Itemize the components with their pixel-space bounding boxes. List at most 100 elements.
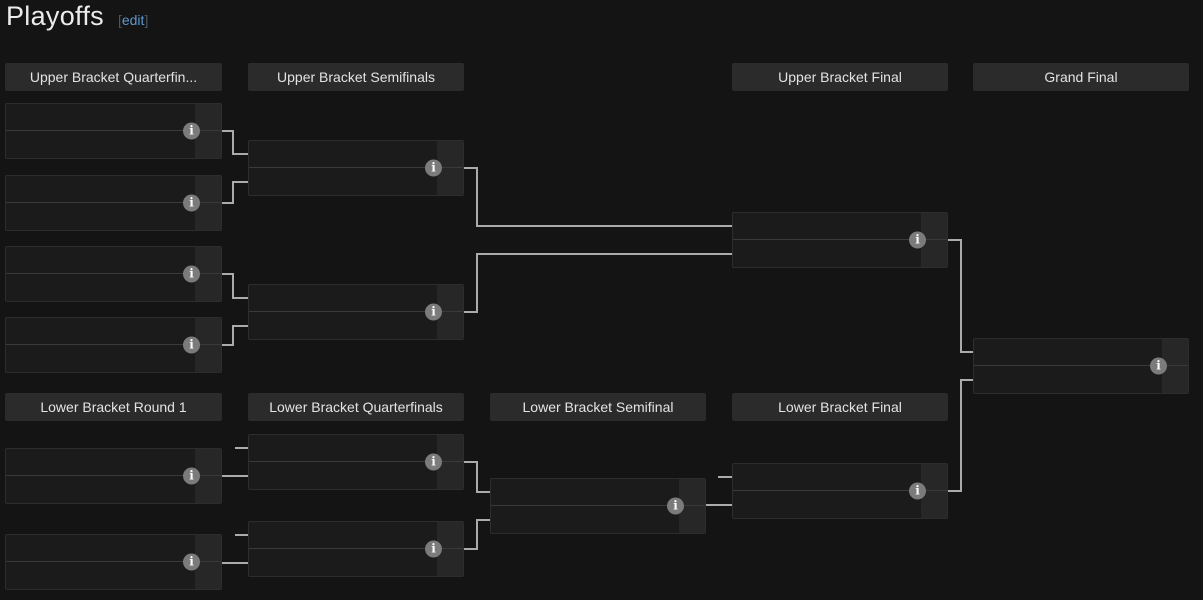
info-icon[interactable]: i: [183, 336, 200, 354]
bracket-connector: [476, 461, 478, 493]
bracket-connector: [232, 297, 248, 299]
team-slot-top: [974, 339, 1162, 366]
team-slot-bottom: [249, 462, 437, 489]
team-slot-top: [249, 141, 437, 168]
bracket-connector: [464, 311, 477, 313]
slot-divider: [733, 490, 947, 491]
team-slot-bottom: [6, 345, 195, 372]
team-slot-bottom: [733, 240, 921, 267]
team-slot-bottom: [249, 312, 437, 339]
page-header: Playoffs [edit]: [6, 1, 148, 32]
team-slot-top: [6, 535, 195, 562]
info-icon[interactable]: i: [425, 303, 442, 321]
bracket-connector: [476, 491, 490, 493]
bracket-connector: [718, 476, 732, 478]
team-slot-top: [733, 464, 921, 491]
team-slot-bottom: [6, 203, 195, 230]
bracket-connector: [464, 461, 477, 463]
bracket-connector: [948, 239, 962, 241]
bracket-connector: [222, 475, 248, 477]
bracket-connector: [476, 225, 732, 227]
team-slot-top: [249, 285, 437, 312]
bracket-connector: [960, 379, 962, 492]
info-icon[interactable]: i: [425, 540, 442, 558]
match-ub-semifinal-1: i: [248, 140, 464, 196]
info-icon[interactable]: i: [425, 453, 442, 471]
round-header-lower-bracket-final: Lower Bracket Final: [732, 393, 948, 421]
match-lb-final: i: [732, 463, 948, 519]
match-lb-quarterfinal-2: i: [248, 521, 464, 577]
bracket-connector: [232, 130, 234, 155]
bracket-connector: [222, 344, 234, 346]
bracket-connector: [476, 519, 478, 550]
bracket-connector: [222, 130, 234, 132]
bracket-connector: [222, 273, 234, 275]
bracket-connector: [232, 153, 248, 155]
match-lb-quarterfinal-1: i: [248, 434, 464, 490]
team-slot-top: [249, 435, 437, 462]
bracket-connector: [232, 325, 248, 327]
bracket-connector: [464, 548, 477, 550]
info-icon[interactable]: i: [1150, 357, 1167, 375]
bracket-connector: [960, 239, 962, 353]
edit-link[interactable]: edit: [121, 12, 145, 28]
team-slot-top: [491, 479, 679, 506]
round-header-lower-bracket-round-1: Lower Bracket Round 1: [5, 393, 222, 421]
match-grand-final: i: [973, 338, 1189, 394]
team-slot-bottom: [6, 562, 195, 589]
bracket-connector: [232, 181, 234, 204]
info-icon[interactable]: i: [183, 265, 200, 283]
bracket-connector: [476, 253, 732, 255]
team-slot-bottom: [733, 491, 921, 518]
info-icon[interactable]: i: [183, 122, 200, 140]
match-ub-semifinal-2: i: [248, 284, 464, 340]
team-slot-bottom: [6, 476, 195, 503]
team-slot-top: [6, 449, 195, 476]
team-slot-bottom: [249, 549, 437, 576]
edit-bracket-open: [: [117, 12, 122, 28]
slot-divider: [6, 130, 221, 131]
bracket-connector: [706, 504, 732, 506]
team-slot-top: [733, 213, 921, 240]
edit-section: [edit]: [118, 12, 148, 28]
team-slot-bottom: [6, 274, 195, 301]
bracket-connector: [476, 167, 478, 227]
info-icon[interactable]: i: [909, 482, 926, 500]
info-icon[interactable]: i: [425, 159, 442, 177]
slot-divider: [6, 273, 221, 274]
slot-divider: [974, 365, 1188, 366]
round-header-lower-bracket-semifinal: Lower Bracket Semifinal: [490, 393, 706, 421]
info-icon[interactable]: i: [183, 467, 200, 485]
team-slot-top: [249, 522, 437, 549]
bracket-connector: [476, 519, 490, 521]
match-lb-round1-2: i: [5, 534, 222, 590]
slot-divider: [733, 239, 947, 240]
info-icon[interactable]: i: [183, 194, 200, 212]
bracket-connector: [232, 181, 248, 183]
team-slot-top: [6, 247, 195, 274]
bracket-connector: [476, 253, 478, 313]
bracket-connector: [235, 447, 248, 449]
info-icon[interactable]: i: [667, 497, 684, 515]
slot-divider: [6, 202, 221, 203]
round-header-upper-bracket-semifinals: Upper Bracket Semifinals: [248, 63, 464, 91]
slot-divider: [249, 548, 463, 549]
slot-divider: [249, 461, 463, 462]
bracket-connector: [960, 351, 973, 353]
edit-bracket-close: ]: [144, 12, 149, 28]
match-ub-quarterfinal-3: i: [5, 246, 222, 302]
team-slot-bottom: [249, 168, 437, 195]
round-header-lower-bracket-quarterfinals: Lower Bracket Quarterfinals: [248, 393, 464, 421]
slot-divider: [6, 561, 221, 562]
team-slot-top: [6, 318, 195, 345]
match-ub-quarterfinal-2: i: [5, 175, 222, 231]
round-header-upper-bracket-quarterfinals: Upper Bracket Quarterfin...: [5, 63, 222, 91]
bracket-connector: [232, 273, 234, 299]
info-icon[interactable]: i: [183, 553, 200, 571]
info-icon[interactable]: i: [909, 231, 926, 249]
team-slot-bottom: [6, 131, 195, 158]
match-lb-semifinal: i: [490, 478, 706, 534]
round-header-grand-final: Grand Final: [973, 63, 1189, 91]
slot-divider: [249, 311, 463, 312]
